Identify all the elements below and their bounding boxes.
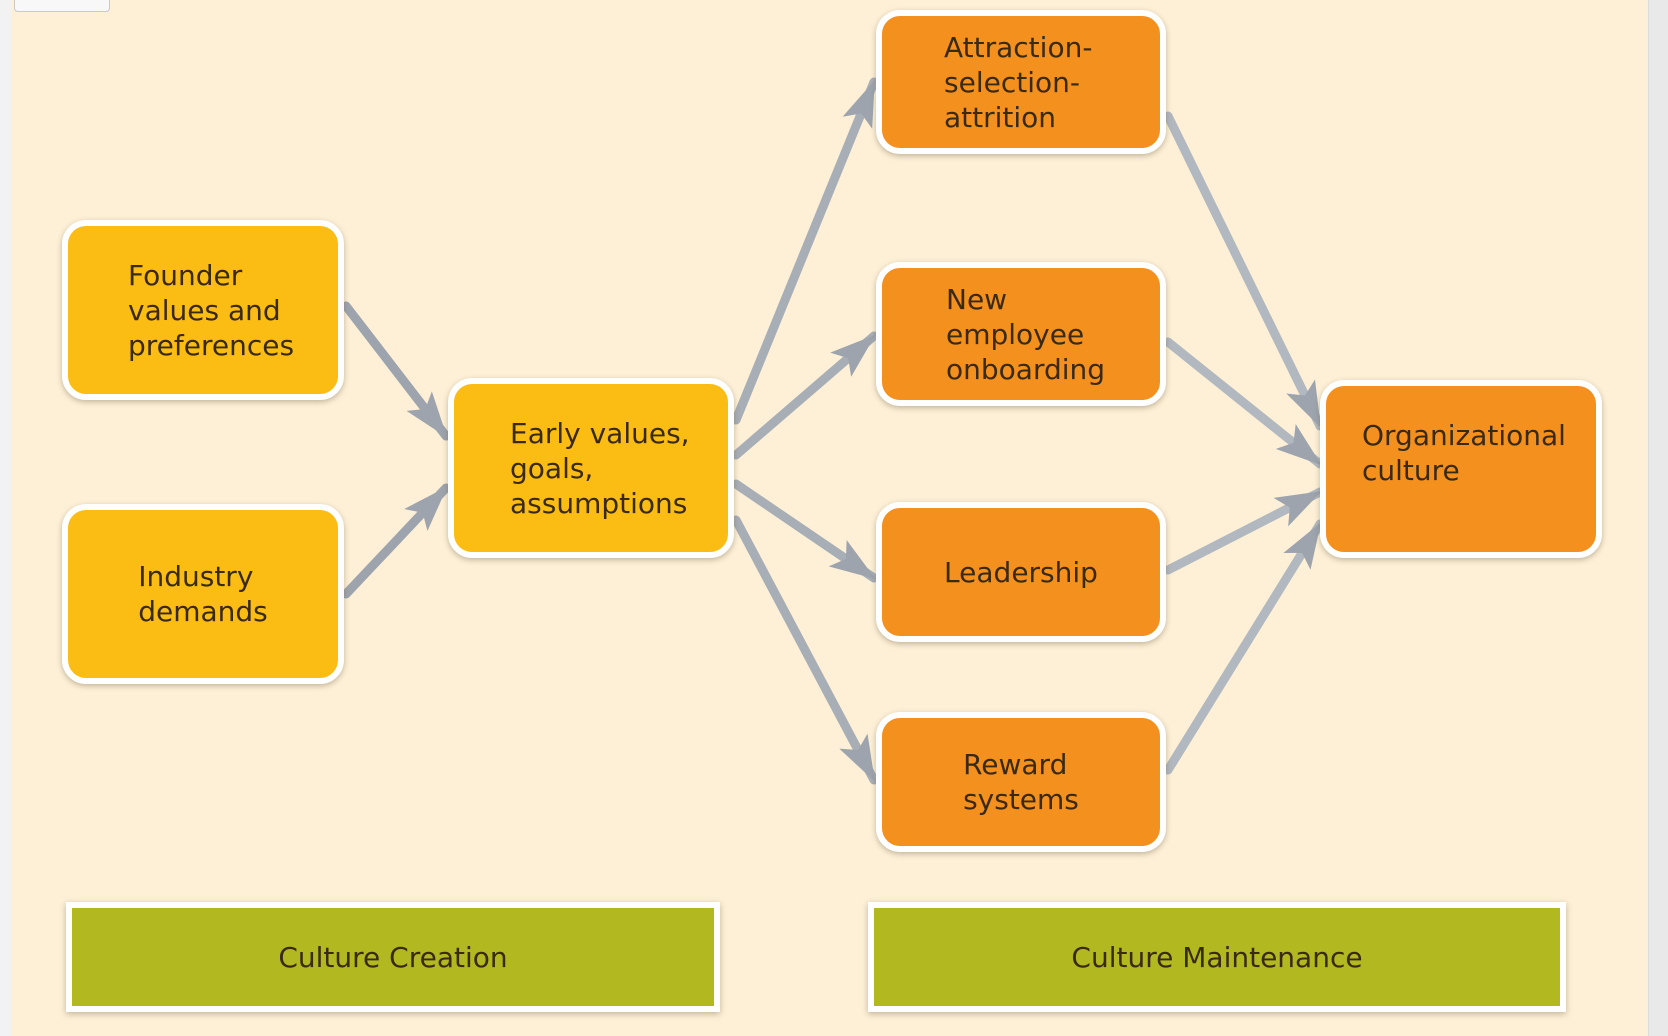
edge-early-to-onboarding (731, 331, 879, 460)
node-new-employee-onboarding: New employee onboarding (876, 262, 1166, 406)
node-reward-systems-label: Reward systems (963, 748, 1079, 816)
node-organizational-culture-label: Organizational culture (1362, 419, 1566, 487)
node-leadership: Leadership (876, 502, 1166, 642)
edge-onboarding-to-org (1163, 337, 1325, 469)
node-new-employee-onboarding-label: New employee onboarding (946, 282, 1106, 386)
phase-culture-creation-label: Culture Creation (278, 940, 508, 974)
node-leadership-label: Leadership (944, 555, 1098, 589)
node-founder-values: Founder values and preferences (62, 220, 344, 400)
node-industry-demands-label: Industry demands (138, 560, 268, 628)
node-industry-demands: Industry demands (62, 504, 344, 684)
edge-industry-to-early (341, 483, 451, 599)
edge-reward-to-org (1163, 519, 1325, 775)
edge-early-to-asa (731, 77, 879, 425)
edge-founder-to-early (341, 301, 451, 441)
edge-early-to-reward (731, 515, 879, 785)
node-organizational-culture: Organizational culture (1320, 380, 1602, 558)
node-reward-systems: Reward systems (876, 712, 1166, 852)
node-attraction-selection-attrition: Attraction- selection- attrition (876, 10, 1166, 154)
node-founder-values-label: Founder values and preferences (128, 258, 295, 362)
window-edge-strip (1648, 0, 1668, 1036)
edge-asa-to-org (1163, 111, 1325, 431)
phase-culture-maintenance: Culture Maintenance (868, 902, 1566, 1012)
node-attraction-selection-attrition-label: Attraction- selection- attrition (944, 30, 1093, 134)
corner-tab (14, 0, 110, 12)
edge-leadership-to-org (1163, 487, 1325, 575)
node-early-values-label: Early values, goals, assumptions (510, 416, 690, 520)
node-early-values: Early values, goals, assumptions (448, 378, 734, 558)
phase-culture-creation: Culture Creation (66, 902, 720, 1012)
edge-early-to-leadership (731, 479, 879, 583)
phase-culture-maintenance-label: Culture Maintenance (1071, 940, 1363, 974)
